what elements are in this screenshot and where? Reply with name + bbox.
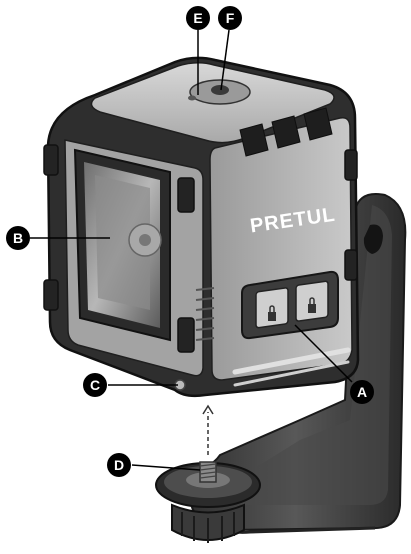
callout-d: D bbox=[107, 453, 131, 477]
laser-level-body: PRETUL bbox=[43, 56, 360, 398]
callout-a: A bbox=[350, 380, 374, 404]
callout-b: B bbox=[6, 226, 30, 250]
leader-lines bbox=[30, 29, 353, 471]
button-right[interactable] bbox=[295, 280, 329, 322]
control-buttons[interactable] bbox=[241, 270, 339, 340]
button-left[interactable] bbox=[255, 287, 289, 329]
corner-tabs bbox=[43, 144, 358, 353]
mounting-screw bbox=[199, 461, 217, 483]
callout-f: F bbox=[218, 6, 242, 30]
callout-d-label: D bbox=[114, 457, 124, 473]
grip-ribs bbox=[239, 107, 333, 157]
callout-a-label: A bbox=[357, 384, 367, 400]
callout-b-label: B bbox=[13, 230, 23, 246]
rotating-base bbox=[155, 462, 261, 543]
top-controls[interactable] bbox=[188, 79, 251, 105]
bumper-ribs bbox=[195, 287, 215, 341]
callout-f-label: F bbox=[226, 10, 235, 26]
callout-c-label: C bbox=[90, 377, 100, 393]
bottom-strip bbox=[232, 347, 351, 387]
laser-window bbox=[73, 148, 171, 342]
mounting-guide-arrow bbox=[202, 404, 214, 455]
callout-c: C bbox=[83, 373, 107, 397]
callout-e: E bbox=[186, 6, 210, 30]
callout-e-label: E bbox=[193, 10, 202, 26]
